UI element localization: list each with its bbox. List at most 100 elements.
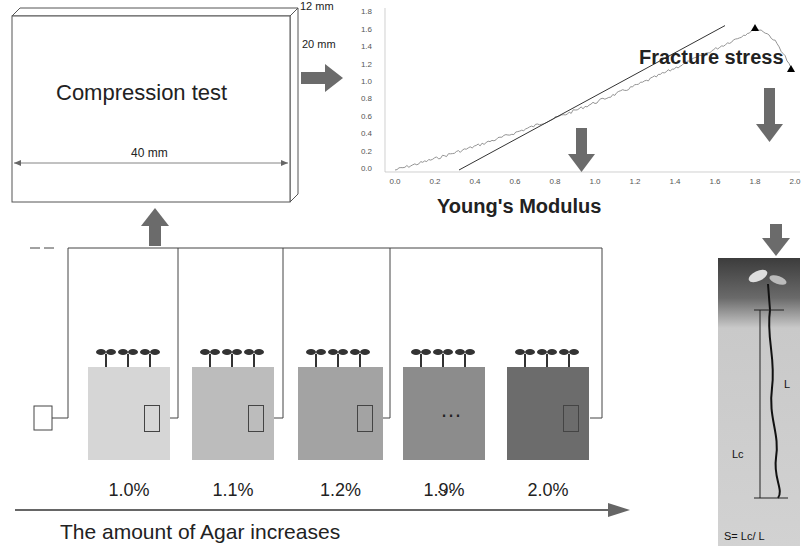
seedling (128, 349, 138, 355)
seedling (338, 349, 348, 355)
seedling (328, 349, 338, 355)
flow-arrow (762, 224, 790, 256)
tick-label: 0.6 (361, 113, 372, 122)
axis-caption: The amount of Agar increases (60, 520, 340, 543)
specimen-box: Compression test (12, 16, 290, 202)
seedling (127, 354, 129, 367)
seedling (210, 349, 220, 355)
length-line (760, 310, 761, 498)
fracture-arrow (756, 124, 783, 142)
tick-label: 1.6 (361, 26, 372, 35)
root (768, 284, 780, 498)
up-arrow (141, 208, 169, 226)
peak-marker (751, 24, 759, 31)
length-tick (754, 498, 788, 499)
sensor-box (563, 405, 579, 432)
tick-label: 1.2 (361, 61, 372, 70)
seedling (118, 349, 128, 355)
seedling (568, 354, 570, 367)
dimension-label: 12 mm (300, 0, 334, 12)
tick-label: 1.2 (629, 178, 640, 187)
seedling (140, 349, 150, 355)
length-tick (754, 310, 784, 311)
sensor-box (357, 405, 373, 432)
seedling (524, 354, 526, 367)
tick-label: 0.8 (361, 95, 372, 104)
sensor-box (248, 405, 264, 432)
seedling (209, 354, 211, 367)
tick-label: 0.0 (389, 178, 400, 187)
seedling (150, 349, 160, 355)
tick-label: 1.4 (669, 178, 680, 187)
box-front (12, 16, 290, 202)
measure-label: Lc (732, 448, 744, 461)
modulus-arrow (568, 154, 595, 172)
seedling (569, 349, 579, 355)
seedling (537, 349, 547, 355)
percent-label: 1.2% (298, 480, 383, 501)
seedling (421, 349, 431, 355)
seedling (360, 349, 370, 355)
photo-drawing (718, 258, 800, 546)
sensor-box (144, 405, 160, 432)
up-arrow (149, 224, 161, 246)
tick-label: 1.0 (589, 178, 600, 187)
tick-label: 0.2 (361, 148, 372, 157)
increase-arrow (608, 503, 630, 517)
seedling (455, 349, 465, 355)
tick-label: 1.8 (749, 178, 760, 187)
agar-block: 1.0% (88, 367, 170, 460)
seedling (315, 354, 317, 367)
cotyledon (747, 267, 769, 285)
seedling (465, 349, 475, 355)
seedling (244, 349, 254, 355)
box-title: Compression test (56, 80, 227, 105)
flow-arrow (301, 64, 343, 92)
seedling (105, 354, 107, 367)
arrow-shaft (770, 224, 782, 238)
chart-annotation: Fracture stress (639, 46, 784, 69)
seedling (96, 349, 106, 355)
x-axis (385, 172, 800, 173)
seedling (442, 354, 444, 367)
seedling (546, 354, 548, 367)
measure-label: L (784, 378, 790, 391)
tick-label: 0.2 (429, 178, 440, 187)
tick-label: 0.4 (361, 130, 372, 139)
tick-label: 1.4 (361, 43, 372, 52)
seedling (420, 354, 422, 367)
agar-block: 1.2% (298, 367, 383, 460)
dimension-label: 40 mm (128, 147, 171, 160)
box-side (290, 8, 298, 202)
dimension-head (281, 160, 288, 166)
percent-label: 1.0% (88, 480, 170, 501)
arrow-head (762, 238, 790, 256)
agar-block: 1.1% (192, 367, 274, 460)
dimension-label: 20 mm (302, 38, 336, 50)
tick-label: 1.6 (709, 178, 720, 187)
percent-label: 1.1% (192, 480, 274, 501)
curve (395, 29, 791, 170)
seedling (231, 354, 233, 367)
tick-label: 0.4 (469, 178, 480, 187)
y-axis (385, 8, 386, 172)
measure-label: S= Lc/ L (724, 530, 765, 543)
agar-block: 2.0% (507, 367, 589, 460)
seedling (359, 354, 361, 367)
seedling (232, 349, 242, 355)
arrow-head (325, 64, 343, 92)
dimension-head (14, 160, 21, 166)
seedling (464, 354, 466, 367)
seedling (547, 349, 557, 355)
seedling (316, 349, 326, 355)
seedling (525, 349, 535, 355)
tick-label: 0.8 (549, 178, 560, 187)
tick-label: 2.0 (789, 178, 800, 187)
dimension-line (14, 163, 288, 164)
seedling (149, 354, 151, 367)
end-marker (787, 65, 795, 72)
seedling (443, 349, 453, 355)
seedling (337, 354, 339, 367)
tick-label: 0.6 (509, 178, 520, 187)
seedling (411, 349, 421, 355)
